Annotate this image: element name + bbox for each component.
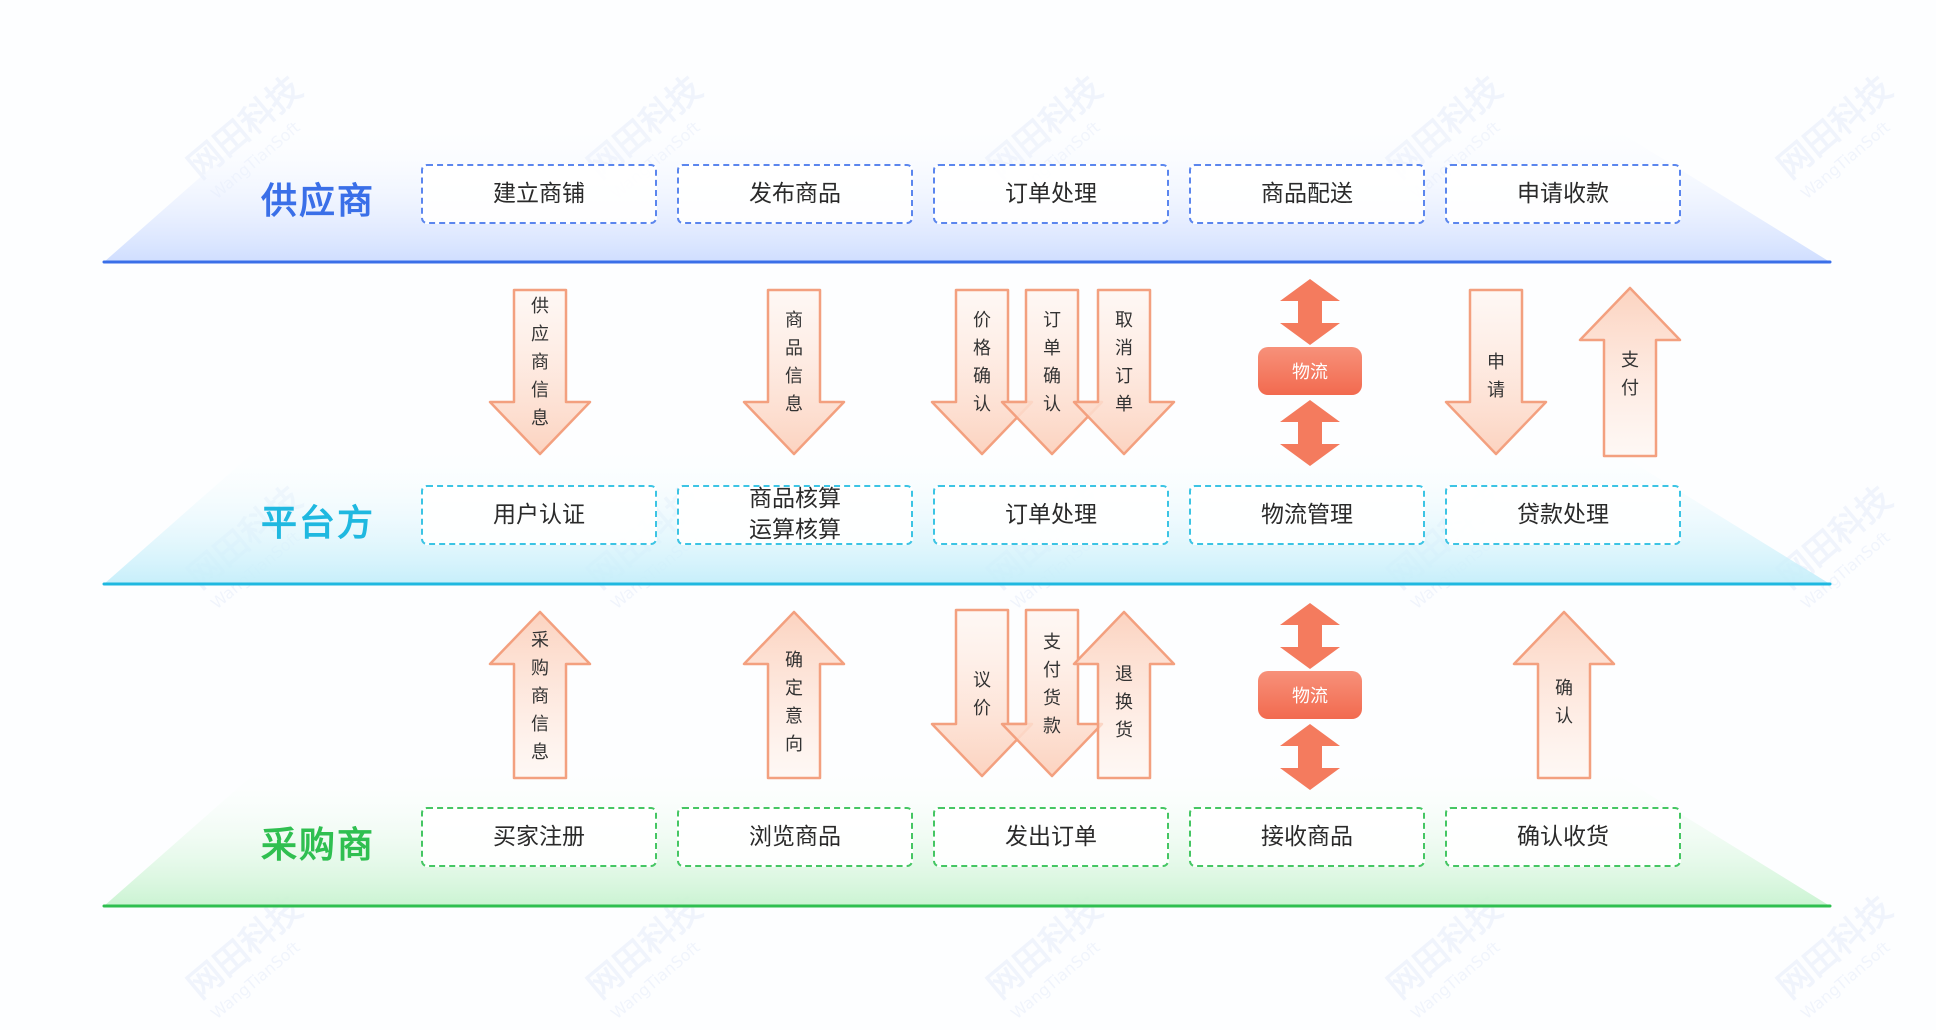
platform-step-accounting: 商品核算 运算核算 [677,485,913,545]
buyer-step-register: 买家注册 [421,807,657,867]
arrow-apply: 申请 [1444,288,1548,456]
arrow-cancel-order: 取消订单 [1072,288,1176,456]
supplier-step-order-processing: 订单处理 [933,164,1169,224]
arrow-label: 议价 [973,670,991,719]
supplier-step-request-payment: 申请收款 [1445,164,1681,224]
arrow-label: 支付货款 [1043,632,1061,737]
arrow-label: 取消订单 [1115,310,1133,415]
logistics-label: 物流 [1292,686,1328,707]
supplier-title: 供应商 [260,181,375,222]
buyer-step-confirm-receipt: 确认收货 [1445,807,1681,867]
arrow-label: 确定意向 [785,650,803,755]
arrow-buyer-info: 采购商信息 [488,610,592,780]
arrow-pay-goods: 支付货款 [1000,608,1104,778]
buyer-step-receive: 接收商品 [1189,807,1425,867]
arrow-logistics-top: 物流 [1258,279,1362,466]
arrow-label: 供应商信息 [531,296,549,429]
buyer-step-browse: 浏览商品 [677,807,913,867]
logistics-label: 物流 [1292,362,1328,383]
arrow-return-goods: 退换货 [1072,610,1176,780]
arrow-confirm: 确认 [1512,610,1616,780]
arrow-label: 确认 [1555,678,1573,727]
arrow-supplier-info: 供应商信息 [488,288,592,456]
arrow-label: 支付 [1621,350,1639,399]
arrow-intent: 确定意向 [742,610,846,780]
arrow-label: 订单确认 [1043,310,1061,415]
platform-step-logistics-mgmt: 物流管理 [1189,485,1425,545]
supplier-step-publish-product: 发布商品 [677,164,913,224]
platform-step-loan-processing: 贷款处理 [1445,485,1681,545]
buyer-step-place-order: 发出订单 [933,807,1169,867]
supplier-step-delivery: 商品配送 [1189,164,1425,224]
arrow-label: 申请 [1487,352,1505,401]
arrow-logistics-bottom: 物流 [1258,603,1362,790]
arrow-label: 价格确认 [973,310,991,415]
arrow-pay: 支付 [1578,286,1682,458]
arrow-price-confirm: 价格确认 [930,288,1034,456]
platform-step-order-processing: 订单处理 [933,485,1169,545]
arrow-label: 采购商信息 [531,630,549,763]
supplier-step-build-shop: 建立商铺 [421,164,657,224]
arrow-order-confirm: 订单确认 [1000,288,1104,456]
arrow-negotiate: 议价 [930,608,1034,778]
logistics-pill [1258,347,1362,395]
buyer-title: 采购商 [260,825,375,866]
arrow-label: 商品信息 [785,310,803,415]
logistics-pill [1258,671,1362,719]
arrow-product-info: 商品信息 [742,288,846,456]
arrow-label: 退换货 [1115,664,1133,741]
platform-step-user-auth: 用户认证 [421,485,657,545]
platform-title: 平台方 [260,503,375,544]
